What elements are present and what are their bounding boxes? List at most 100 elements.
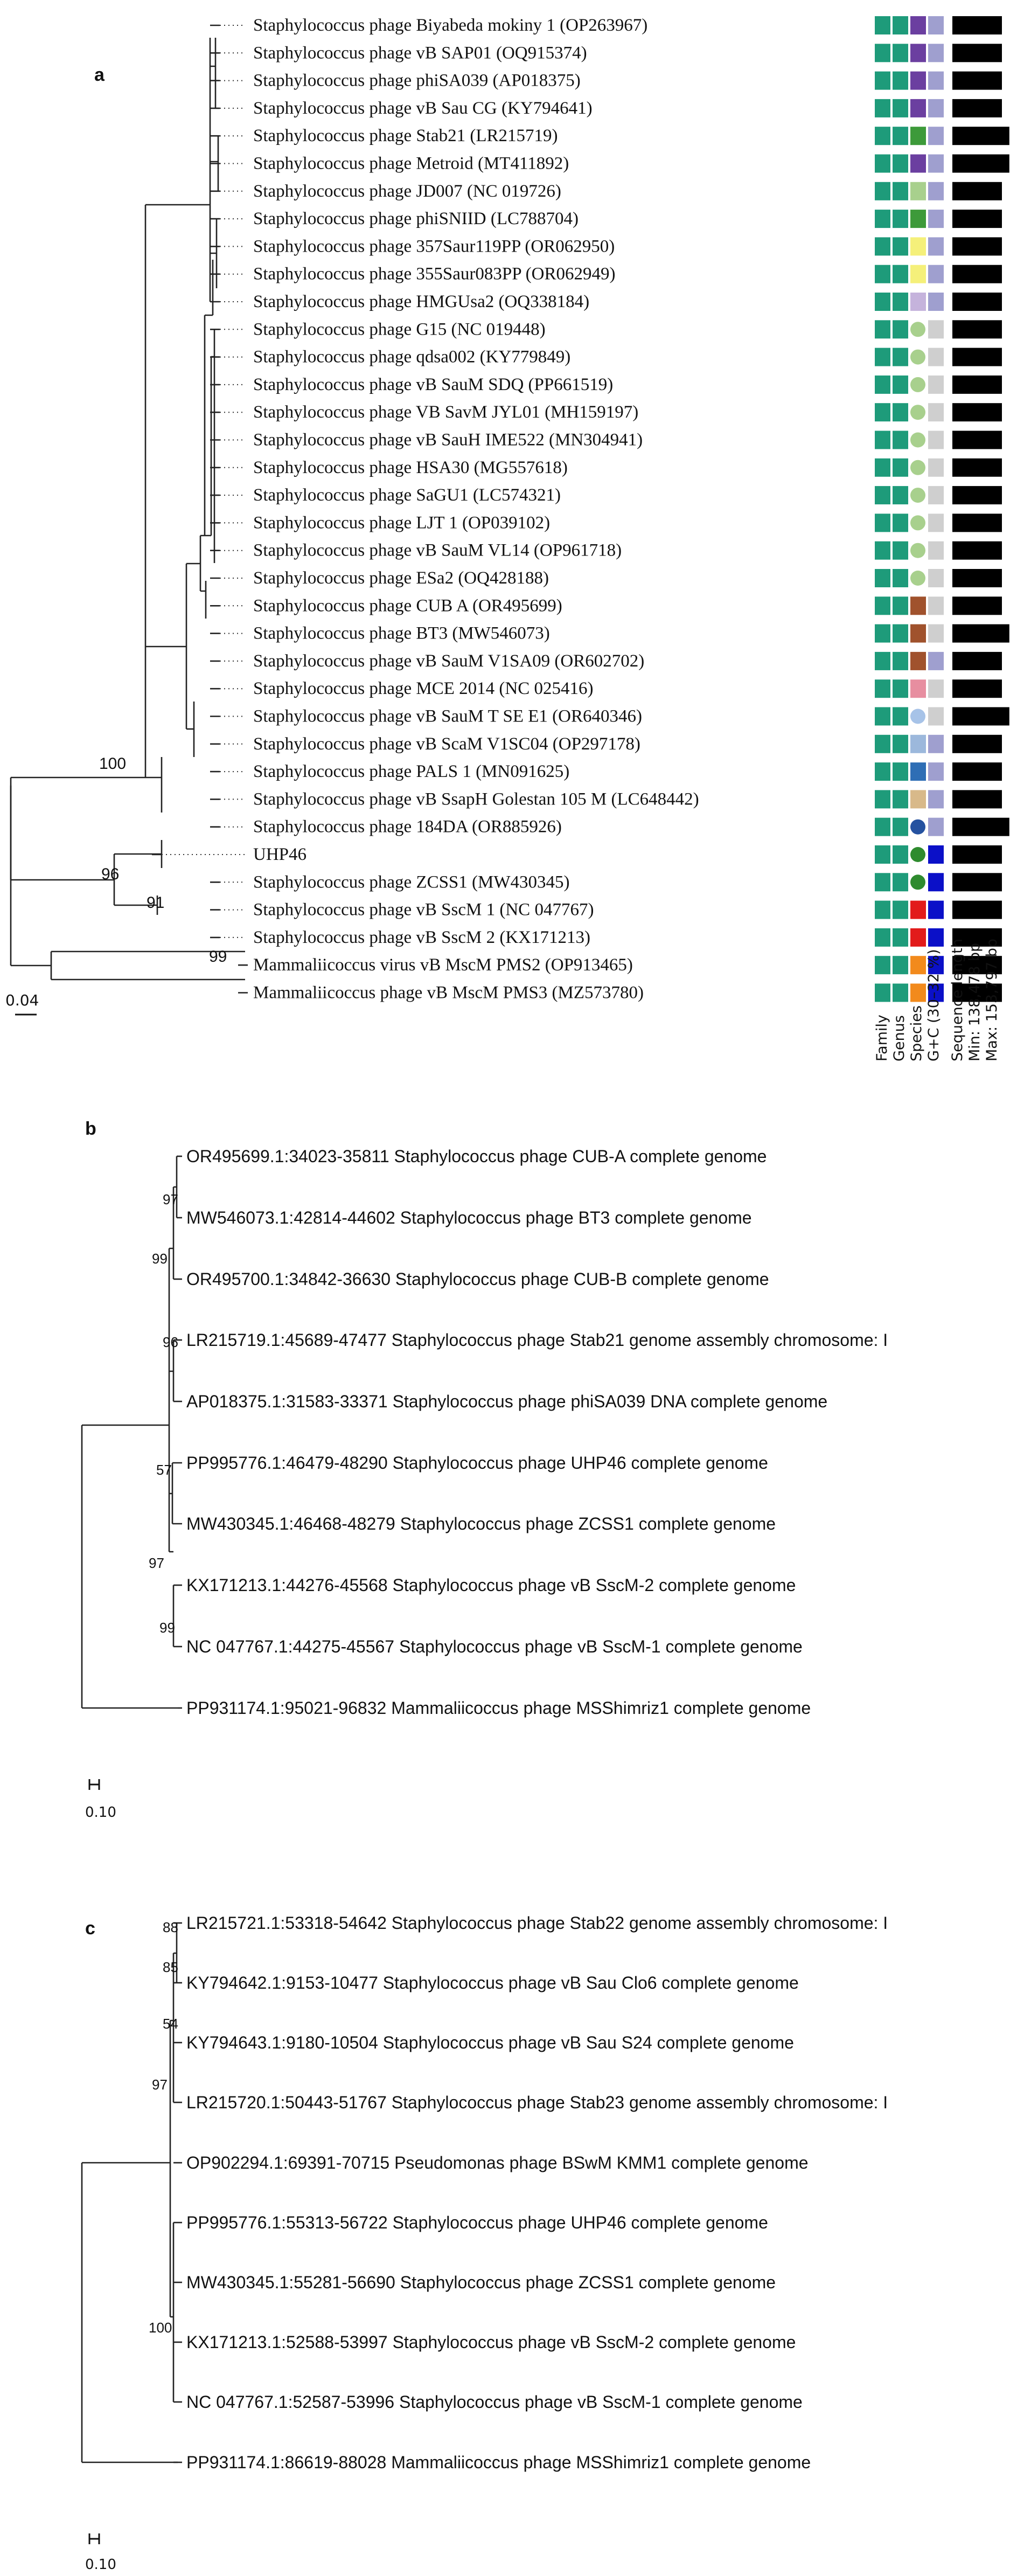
- branch: [210, 38, 217, 108]
- tip-label: Staphylococcus phage vB SauM VL14 (OP961…: [253, 541, 622, 560]
- annotation-cell: [928, 956, 944, 975]
- annotation-cell: [928, 651, 944, 670]
- tip-label: OR495699.1:34023-35811 Staphylococcus ph…: [186, 1147, 767, 1166]
- annotation-cell: [893, 541, 908, 560]
- tip-label: KX171213.1:52588-53997 Staphylococcus ph…: [186, 2332, 796, 2352]
- annotation-cell: [875, 265, 890, 283]
- species-gc-marker: [910, 819, 925, 835]
- annotation-cell: [910, 210, 926, 228]
- annotation-cell: [893, 16, 908, 34]
- panel-c-branches: [81, 1922, 182, 2463]
- sequence-length-bar: [952, 210, 1002, 228]
- tip-label: PP995776.1:55313-56722 Staphylococcus ph…: [186, 2213, 768, 2232]
- column-gc-content: G+C (30–32 %): [925, 949, 942, 1062]
- sequence-length-bar: [952, 900, 1002, 919]
- annotation-cell: [893, 348, 908, 366]
- sequence-length-bar: [952, 541, 1002, 560]
- tip-label: LR215720.1:50443-51767 Staphylococcus ph…: [186, 2093, 888, 2112]
- branch: [170, 2223, 175, 2402]
- annotation-cell: [893, 431, 908, 449]
- column-max-length: Max: 153,797 bp: [984, 939, 1000, 1061]
- annotation-cell: [910, 790, 926, 809]
- tip-label: PP931174.1:95021-96832 Mammaliicoccus ph…: [186, 1698, 811, 1718]
- annotation-cell: [875, 154, 890, 173]
- annotation-cell: [875, 348, 890, 366]
- sequence-length-bar: [952, 320, 1002, 339]
- annotation-cell: [893, 734, 908, 753]
- sequence-length-bar: [952, 431, 1002, 449]
- annotation-cell: [910, 44, 926, 63]
- annotation-cell: [928, 541, 944, 560]
- annotation-cell: [893, 293, 908, 311]
- tip-label: Staphylococcus phage ESa2 (OQ428188): [253, 568, 549, 588]
- annotation-cell: [893, 873, 908, 892]
- column-family: Family: [874, 1015, 890, 1061]
- tip-label: Staphylococcus phage phiSA039 (AP018375): [253, 71, 581, 91]
- annotation-cell: [928, 320, 944, 339]
- annotation-cell: [910, 679, 926, 698]
- sequence-length-bar: [952, 182, 1002, 200]
- panel-c-scale-bar: [88, 2533, 100, 2544]
- tip-label: Staphylococcus phage G15 (NC 019448): [253, 320, 546, 339]
- annotation-cell: [928, 154, 944, 173]
- annotation-cell: [928, 293, 944, 311]
- annotation-cell: [910, 293, 926, 311]
- annotation-cell: [928, 817, 944, 836]
- annotation-cell: [893, 44, 908, 63]
- sequence-length-bar: [952, 762, 1002, 781]
- annotation-cell: [910, 265, 926, 283]
- sequence-length-bar: [952, 265, 1002, 283]
- annotation-cell: [893, 320, 908, 339]
- species-gc-marker: [910, 460, 925, 475]
- column-min-length: Min: 138,478 bp: [966, 943, 983, 1061]
- tip-label: Staphylococcus phage JD007 (NC 019726): [253, 182, 561, 201]
- tip-label: Staphylococcus phage SaGU1 (LC574321): [253, 485, 561, 505]
- tip-label: Staphylococcus phage vB Sau CG (KY794641…: [253, 99, 593, 118]
- panel-c-scale-label: 0.10: [85, 2557, 116, 2573]
- annotation-cell: [928, 348, 944, 366]
- annotation-cell: [893, 513, 908, 532]
- panel-b-scale-label: 0.10: [85, 1804, 116, 1821]
- annotation-cell: [875, 928, 890, 947]
- annotation-cell: [875, 375, 890, 394]
- annotation-cell: [893, 679, 908, 698]
- panel-a-column-headers: Family Genus Species G+C (30–32 %) Seque…: [874, 939, 1000, 1061]
- annotation-cell: [910, 182, 926, 200]
- tip-label: MW546073.1:42814-44602 Staphylococcus ph…: [186, 1208, 752, 1227]
- species-gc-marker: [910, 847, 925, 862]
- annotation-cell: [928, 569, 944, 587]
- sequence-length-bar: [952, 44, 1002, 63]
- panel-a-bootstrap-2: 96: [101, 865, 119, 883]
- annotation-cell: [928, 127, 944, 145]
- tip-label: Staphylococcus phage 184DA (OR885926): [253, 817, 562, 837]
- branch: [170, 1953, 175, 2102]
- annotation-cell: [875, 431, 890, 449]
- branch: [200, 581, 207, 619]
- annotation-cell: [928, 928, 944, 947]
- sequence-length-bar: [952, 928, 1002, 947]
- tip-label: Mammaliicoccus virus vB MscM PMS2 (OP913…: [253, 955, 633, 975]
- annotation-cell: [910, 596, 926, 615]
- panel-b-bootstrap-5: 97: [149, 1555, 164, 1571]
- panel-b: b OR495699.1:34023-35811 Staphylococcus …: [81, 1119, 888, 1821]
- annotation-cell: [893, 127, 908, 145]
- annotation-cell: [875, 127, 890, 145]
- tip-label: Staphylococcus phage qdsa002 (KY779849): [253, 348, 570, 367]
- sequence-length-bar: [952, 348, 1002, 366]
- branch: [169, 1551, 175, 1647]
- tip-label: Staphylococcus phage CUB A (OR495699): [253, 596, 562, 615]
- annotation-cell: [875, 873, 890, 892]
- tip-label: MW430345.1:46468-48279 Staphylococcus ph…: [186, 1514, 776, 1533]
- annotation-cell: [910, 154, 926, 173]
- annotation-cell: [910, 762, 926, 781]
- annotation-cell: [910, 237, 926, 256]
- tip-label: Staphylococcus phage Biyabeda mokiny 1 (…: [253, 16, 647, 35]
- column-genus: Genus: [891, 1015, 908, 1061]
- annotation-cell: [875, 707, 890, 726]
- tip-label: Staphylococcus phage vB SAP01 (OQ915374): [253, 43, 587, 63]
- column-sequence-length: Sequence length: [949, 939, 966, 1061]
- annotation-cell: [893, 71, 908, 90]
- sequence-length-bar: [952, 956, 1002, 975]
- sequence-length-bar: [952, 486, 1002, 505]
